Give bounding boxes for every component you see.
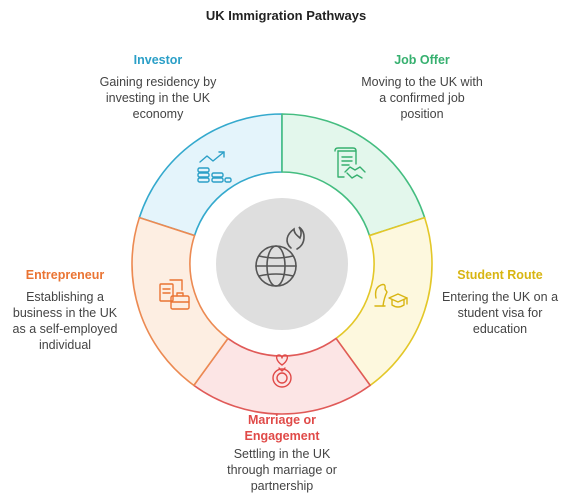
entrepreneur-title: Entrepreneur	[25, 268, 105, 282]
diagram-title: UK Immigration Pathways	[205, 8, 367, 23]
student-cap-icon	[374, 283, 408, 308]
job-offer-description: Moving to the UK with a confirmed job po…	[361, 75, 483, 121]
student-route-title: Student Route	[457, 268, 543, 282]
briefcase-documents-icon	[159, 279, 190, 310]
job-offer-title: Job Offer	[394, 53, 450, 67]
center-hub	[216, 198, 348, 330]
chart-coins-icon	[197, 151, 232, 183]
entrepreneur-description: Establishing a business in the UK as a s…	[12, 290, 118, 352]
globe-with-flame-icon	[255, 226, 305, 287]
student-route-description: Entering the UK on a student visa for ed…	[441, 290, 559, 336]
entrepreneur-label: Entrepreneur Establishing a business in …	[10, 267, 120, 353]
investor-title: Investor	[133, 53, 183, 67]
job-offer-label: Job Offer Moving to the UK with a confir…	[357, 52, 487, 122]
marriage-title: Marriage or Engagement	[244, 413, 320, 443]
investor-label: Investor Gaining residency by investing …	[83, 52, 233, 122]
marriage-description: Settling in the UK through marriage or p…	[227, 447, 337, 493]
investor-description: Gaining residency by investing in the UK…	[99, 75, 217, 121]
contract-handshake-icon	[334, 147, 366, 179]
student-route-label: Student Route Entering the UK on a stude…	[440, 267, 560, 337]
ring-heart-icon	[272, 354, 292, 388]
marriage-label: Marriage or Engagement Settling in the U…	[222, 412, 342, 494]
